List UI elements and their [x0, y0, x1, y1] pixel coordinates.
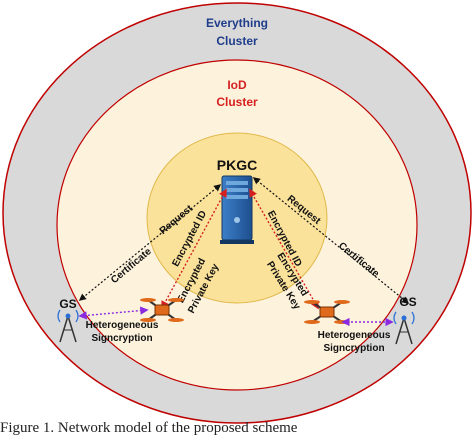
right-signcryption-line1: Heterogeneous [318, 330, 391, 341]
figure-caption: Figure 1. Network model of the proposed … [0, 420, 298, 436]
left-drone-icon [140, 298, 184, 322]
left-tower-icon [57, 309, 79, 343]
everything-cluster-label-line2: Cluster [216, 34, 258, 48]
right-tower-icon [393, 311, 415, 345]
everything-cluster-label-line1: Everything [206, 16, 268, 30]
right-gs-label: GS [399, 295, 416, 309]
left-signcryption-line1: Heterogeneous [86, 320, 159, 331]
left-gs-label: GS [59, 297, 76, 311]
iod-cluster-label-line1: IoD [227, 78, 247, 92]
right-signcryption-line2: Signcryption [323, 343, 384, 354]
right-encrypted-line [249, 188, 319, 310]
left-signcryption-line [78, 306, 149, 320]
iod-cluster-label-line2: Cluster [216, 95, 258, 109]
pkgc-label: PKGC [217, 157, 257, 173]
left-signcryption-line2: Signcryption [91, 333, 152, 344]
server-icon [220, 175, 254, 244]
